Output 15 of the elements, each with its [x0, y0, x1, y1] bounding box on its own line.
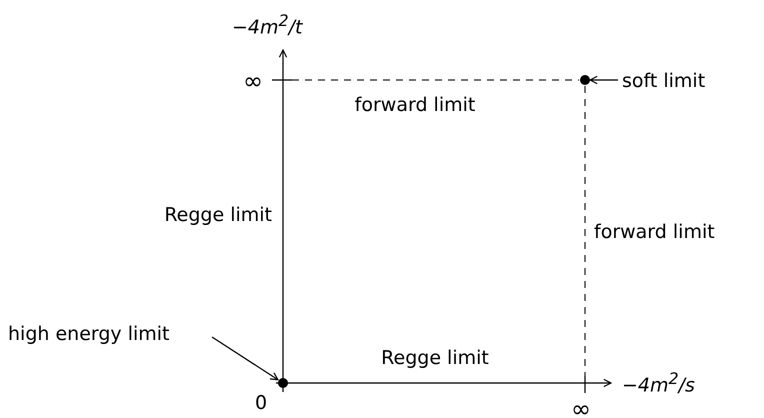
axis-label: −4m$^{2}$/t	[232, 13, 302, 38]
arrow	[212, 336, 279, 380]
point-dot	[278, 378, 288, 388]
tick-label: ∞	[571, 397, 591, 418]
region-label: Regge limit	[381, 349, 489, 368]
tick-label: 0	[255, 394, 268, 413]
region-label: forward limit	[594, 223, 715, 242]
region-label: Regge limit	[164, 206, 272, 225]
tick-label: ∞	[243, 69, 263, 93]
annotation-label: soft limit	[622, 69, 722, 93]
arrow	[589, 76, 618, 84]
axis-label: −4m$^{2}$/s	[622, 371, 695, 396]
region-label: forward limit	[354, 96, 476, 115]
annotation-label: high energy limit	[8, 322, 214, 346]
point-dot	[580, 75, 590, 85]
